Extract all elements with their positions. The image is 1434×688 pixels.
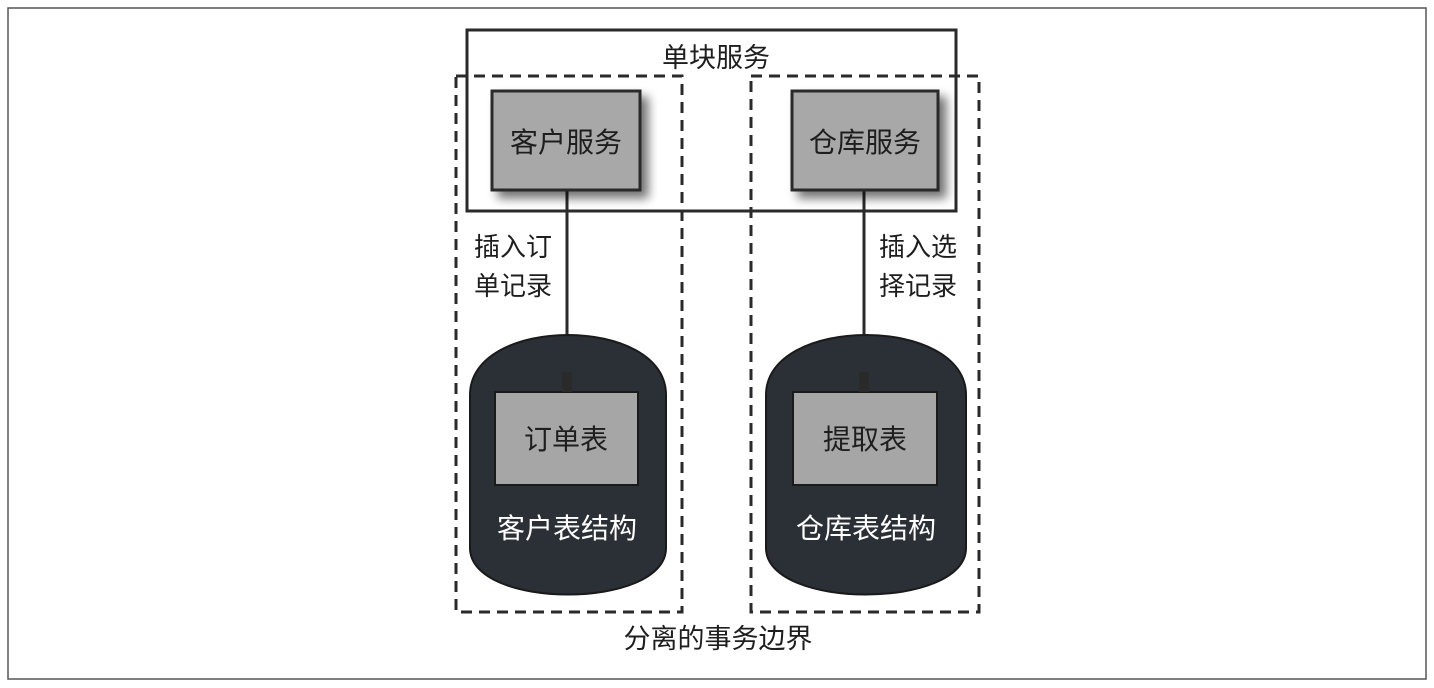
pick-table-box bbox=[792, 391, 938, 486]
order-table-box bbox=[494, 391, 639, 486]
monolith-title: 单块服务 bbox=[662, 43, 770, 74]
monolith-box bbox=[465, 28, 958, 213]
customer-schema-label: 客户表结构 bbox=[497, 512, 637, 545]
customer-service-box bbox=[490, 89, 642, 192]
order-table-label: 订单表 bbox=[524, 423, 608, 456]
warehouse-service-box bbox=[790, 89, 940, 192]
connector-tip-right bbox=[859, 372, 869, 392]
figure-caption: 分离的事务边界 bbox=[624, 624, 813, 655]
connector-tip-left bbox=[562, 372, 572, 392]
connector-label-right-line1: 插入选 bbox=[879, 233, 957, 263]
warehouse-schema-label: 仓库表结构 bbox=[796, 512, 936, 545]
connector-label-left-line1: 插入订 bbox=[474, 233, 552, 263]
connector-label-right-line2: 择记录 bbox=[879, 272, 957, 302]
warehouse-service-label: 仓库服务 bbox=[809, 126, 921, 159]
figure-frame bbox=[7, 7, 1427, 680]
customer-service-label: 客户服务 bbox=[510, 126, 622, 159]
pick-table-label: 提取表 bbox=[823, 423, 907, 456]
connector-label-left-line2: 单记录 bbox=[474, 272, 552, 302]
transaction-boundary-left bbox=[454, 74, 684, 614]
transaction-boundary-right bbox=[749, 74, 981, 614]
